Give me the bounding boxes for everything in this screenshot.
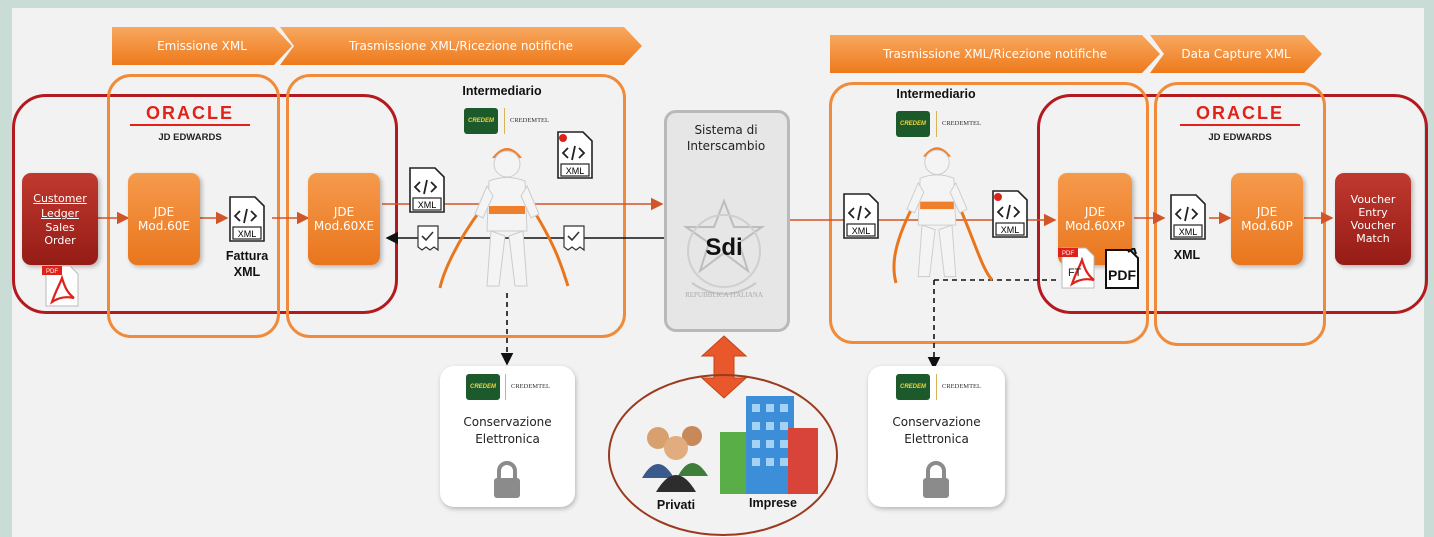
cable-left-figure-2 — [530, 207, 570, 287]
xml-label-right: XML — [1173, 248, 1201, 262]
svg-text:PDF: PDF — [46, 269, 58, 275]
left-intermediary-zone — [286, 74, 626, 338]
xml-file-icon-right-signed: XML — [992, 190, 1028, 238]
svg-text:XML: XML — [1179, 227, 1198, 237]
xml-file-icon-left-signed: XML — [557, 131, 593, 179]
svg-text:PDF: PDF — [1108, 267, 1136, 283]
emissione-zone — [107, 74, 280, 338]
intermediario-left-label: Intermediario — [462, 84, 542, 98]
phase-trasmissione-right: Trasmissione XML/Ricezione notifiche — [830, 35, 1160, 73]
credem-logo-conservazione-left: CREDEM — [466, 374, 500, 400]
svg-text:XML: XML — [1001, 225, 1020, 235]
cable-left-figure — [438, 207, 484, 289]
phase-emissione-xml: Emissione XML — [112, 27, 292, 65]
receipt-icon-left-2 — [563, 225, 585, 252]
stakeholders-ellipse — [608, 374, 838, 536]
sdi-box[interactable] — [664, 110, 790, 332]
credem-logo-conservazione-right: CREDEM — [896, 374, 930, 400]
buildings-icon — [720, 396, 818, 494]
svg-text:REPUBBLICA ITALIANA: REPUBBLICA ITALIANA — [685, 291, 763, 299]
svg-text:XML: XML — [852, 226, 871, 236]
privati-label: Privati — [656, 498, 696, 512]
svg-text:XML: XML — [418, 200, 437, 210]
xml-file-icon-data-capture: XML — [1170, 194, 1206, 240]
customer-ledger-tile[interactable]: Customer Ledger Sales Order — [22, 173, 98, 265]
lock-icon-left — [494, 461, 520, 498]
credemtel-text-conservazione-left: CREDEMTEL — [505, 374, 550, 400]
xml-file-icon-left-outgoing: XML — [409, 167, 445, 213]
lock-icon-right — [923, 461, 949, 498]
xml-file-icon-fattura: XML — [229, 196, 265, 242]
svg-text:XML: XML — [566, 166, 585, 176]
pdf-document-icon: PDF — [1105, 248, 1139, 289]
customer-ledger-link[interactable]: Customer Ledger — [33, 192, 87, 220]
credemtel-text-left: CREDEMTEL — [504, 108, 549, 134]
diagram-canvas: Emissione XML Trasmissione XML/Ricezione… — [12, 8, 1428, 537]
jd-edwards-logo-right: JD EDWARDS — [1208, 132, 1272, 143]
sales-label: Sales — [45, 221, 75, 234]
credem-logo-right: CREDEM — [896, 111, 930, 137]
intermediario-right-label: Intermediario — [896, 87, 976, 101]
phase-trasmissione-left: Trasmissione XML/Ricezione notifiche — [280, 27, 642, 65]
cable-right-figure — [892, 207, 914, 284]
pdf-ft-icon: PDF FT — [1058, 247, 1095, 289]
oracle-logo-right: ORACLE — [1180, 104, 1300, 126]
phase-data-capture: Data Capture XML — [1150, 35, 1322, 73]
credemtel-text-right: CREDEMTEL — [936, 111, 981, 137]
pdf-icon-left: PDF — [42, 265, 79, 307]
intermediary-figure-right — [906, 147, 968, 278]
right-erp-boundary — [1037, 94, 1428, 314]
people-icon — [642, 426, 708, 492]
svg-text:XML: XML — [238, 229, 257, 239]
repubblica-emblem: Sdi REPUBBLICA ITALIANA — [682, 198, 766, 299]
receipt-icon-left-1 — [417, 225, 439, 252]
right-intermediary-zone — [829, 82, 1149, 344]
intermediary-figure-left — [474, 148, 540, 287]
svg-text:Sdi: Sdi — [705, 234, 742, 261]
credemtel-text-conservazione-right: CREDEMTEL — [936, 374, 981, 400]
svg-text:FT: FT — [1068, 267, 1082, 279]
svg-text:PDF: PDF — [1062, 251, 1074, 257]
order-label: Order — [44, 234, 76, 247]
credem-logo-left: CREDEM — [464, 108, 498, 134]
cable-right-figure-2 — [958, 207, 994, 281]
xml-file-icon-right-incoming: XML — [843, 193, 879, 239]
jd-edwards-logo-left: JD EDWARDS — [158, 132, 222, 143]
oracle-logo-left: ORACLE — [130, 104, 250, 126]
imprese-label: Imprese — [749, 496, 797, 510]
